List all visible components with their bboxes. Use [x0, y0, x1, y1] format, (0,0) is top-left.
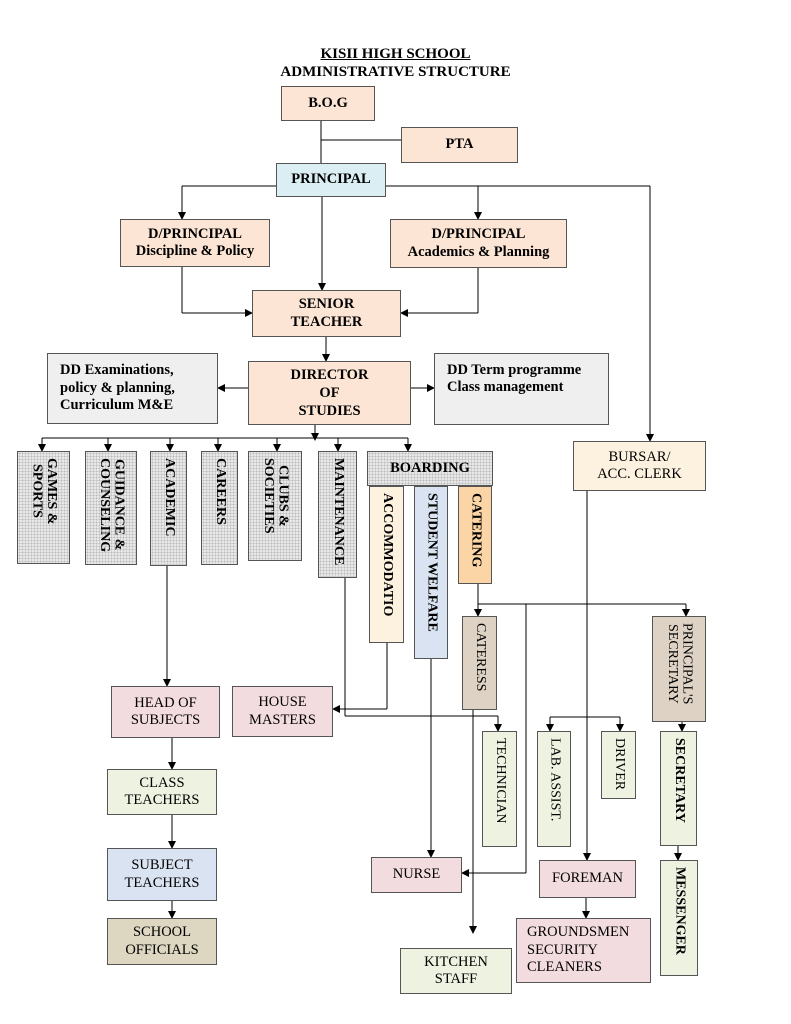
messenger-box: MESSENGER [660, 860, 698, 976]
clubs-label: CLUBS & SOCIETIES [261, 458, 291, 534]
careers-box: CAREERS [201, 451, 238, 565]
house-masters-box: HOUSE MASTERS [232, 686, 333, 737]
secretary-box: SECRETARY [660, 731, 697, 846]
head-subjects-box: HEAD OF SUBJECTS [111, 686, 220, 738]
maintenance-box: MAINTENANCE [318, 451, 357, 578]
games-sports-box: GAMES & SPORTS [17, 451, 70, 564]
clubs-box: CLUBS & SOCIETIES [248, 451, 302, 561]
school-officials-label: SCHOOL OFFICIALS [125, 924, 199, 958]
pta-label: PTA [445, 136, 474, 153]
boarding-label: BOARDING [390, 459, 470, 476]
guidance-box: GUIDANCE & COUNSELING [85, 451, 137, 565]
class-teachers-label: CLASS TEACHERS [124, 774, 200, 808]
guidance-label: GUIDANCE & COUNSELING [97, 458, 127, 553]
foreman-label: FOREMAN [552, 870, 623, 887]
dp-discipline-label: D/PRINCIPAL Discipline & Policy [135, 225, 255, 259]
dp-academics-label: D/PRINCIPAL Academics & Planning [407, 226, 550, 260]
games-sports-label: GAMES & SPORTS [29, 458, 60, 525]
pta-box: PTA [401, 127, 518, 163]
principals-secretary-label: PRINCIPAL'S SECRETARY [665, 623, 695, 705]
dd-term-label: DD Term programme Class management [447, 362, 582, 396]
bursar-label: BURSAR/ ACC. CLERK [597, 448, 682, 482]
boarding-box: BOARDING [367, 451, 493, 486]
senior-teacher-box: SENIOR TEACHER [252, 290, 401, 337]
bog-label: B.O.G [308, 94, 348, 111]
director-studies-box: DIRECTOR OF STUDIES [248, 361, 411, 425]
student-welfare-box: STUDENT WELFARE [414, 486, 448, 659]
accommodation-label: ACCOMMODATIO [379, 493, 395, 617]
driver-box: DRIVER [601, 731, 636, 799]
senior-teacher-label: SENIOR TEACHER [290, 296, 363, 330]
lab-assist-box: LAB. ASSIST. [537, 731, 571, 847]
catering-label: CATERING [468, 493, 484, 568]
driver-label: DRIVER [611, 738, 627, 791]
nurse-box: NURSE [371, 857, 462, 893]
dd-examinations-box: DD Examinations, policy & planning, Curr… [47, 353, 218, 424]
kitchen-staff-label: KITCHEN STAFF [424, 953, 488, 987]
director-studies-label: DIRECTOR OF STUDIES [290, 366, 369, 420]
technician-label: TECHNICIAN [492, 738, 508, 824]
principal-box: PRINCIPAL [276, 163, 386, 197]
dd-examinations-label: DD Examinations, policy & planning, Curr… [60, 362, 175, 414]
house-masters-label: HOUSE MASTERS [249, 694, 316, 728]
subject-teachers-box: SUBJECT TEACHERS [107, 848, 217, 901]
bursar-box: BURSAR/ ACC. CLERK [573, 441, 706, 491]
foreman-box: FOREMAN [539, 860, 636, 898]
academic-box: ACADEMIC [150, 451, 187, 566]
groundsmen-label: GROUNDSMEN SECURITY CLEANERS [527, 924, 630, 976]
bog-box: B.O.G [281, 86, 375, 121]
technician-box: TECHNICIAN [482, 731, 517, 847]
catering-box: CATERING [458, 486, 492, 584]
cateress-box: CATERESS [462, 616, 497, 710]
school-officials-box: SCHOOL OFFICIALS [107, 918, 217, 965]
groundsmen-box: GROUNDSMEN SECURITY CLEANERS [516, 918, 651, 983]
dp-academics-box: D/PRINCIPAL Academics & Planning [390, 219, 567, 268]
messenger-label: MESSENGER [672, 867, 688, 955]
student-welfare-label: STUDENT WELFARE [424, 493, 440, 632]
chart-title: KISII HIGH SCHOOL [320, 46, 471, 62]
principal-label: PRINCIPAL [291, 171, 371, 188]
cateress-label: CATERESS [472, 623, 488, 692]
careers-label: CAREERS [212, 458, 228, 525]
secretary-label: SECRETARY [671, 738, 687, 823]
class-teachers-box: CLASS TEACHERS [107, 769, 217, 815]
chart-subtitle: ADMINISTRATIVE STRUCTURE [280, 64, 511, 80]
lab-assist-label: LAB. ASSIST. [547, 738, 563, 822]
accommodation-box: ACCOMMODATIO [369, 486, 404, 643]
kitchen-staff-box: KITCHEN STAFF [400, 948, 512, 994]
dp-discipline-box: D/PRINCIPAL Discipline & Policy [120, 219, 270, 267]
maintenance-label: MAINTENANCE [330, 458, 346, 566]
head-subjects-label: HEAD OF SUBJECTS [130, 694, 201, 728]
dd-term-box: DD Term programme Class management [434, 353, 609, 425]
principals-secretary-box: PRINCIPAL'S SECRETARY [652, 616, 706, 722]
subject-teachers-label: SUBJECT TEACHERS [124, 857, 200, 891]
nurse-label: NURSE [392, 866, 441, 883]
academic-label: ACADEMIC [161, 458, 177, 537]
